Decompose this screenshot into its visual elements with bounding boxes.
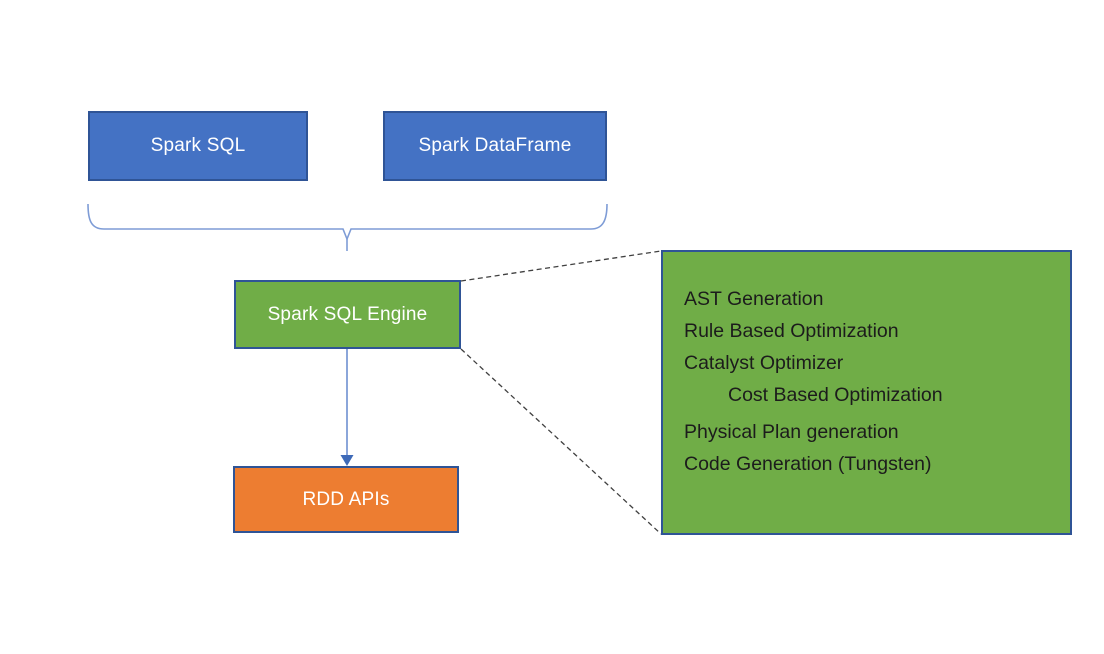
detail-item-cost-based-optimization: Cost Based Optimization <box>728 384 943 406</box>
detail-item-rule-based-optimization: Rule Based Optimization <box>684 320 899 342</box>
engine-to-rdd-arrowhead <box>340 455 354 466</box>
rdd-apis-box: RDD APIs <box>233 466 459 533</box>
engine-detail-panel: AST Generation Rule Based Optimization C… <box>661 250 1072 535</box>
spark-sql-box: Spark SQL <box>88 111 308 181</box>
spark-dataframe-box: Spark DataFrame <box>383 111 607 181</box>
expansion-dashed-line-bottom <box>460 348 662 535</box>
detail-item-catalyst-optimizer: Catalyst Optimizer <box>684 352 844 374</box>
spark-sql-engine-label: Spark SQL Engine <box>267 303 428 325</box>
spark-dataframe-label: Spark DataFrame <box>418 135 572 156</box>
detail-item-ast-generation: AST Generation <box>684 288 824 310</box>
detail-item-code-generation-tungsten: Code Generation (Tungsten) <box>684 453 932 475</box>
spark-sql-label: Spark SQL <box>150 135 246 156</box>
grouping-brace <box>87 203 608 242</box>
expansion-dashed-line-top <box>460 250 662 282</box>
spark-sql-engine-box: Spark SQL Engine <box>234 280 461 349</box>
detail-item-physical-plan-generation: Physical Plan generation <box>684 421 899 443</box>
rdd-apis-label: RDD APIs <box>302 488 390 510</box>
